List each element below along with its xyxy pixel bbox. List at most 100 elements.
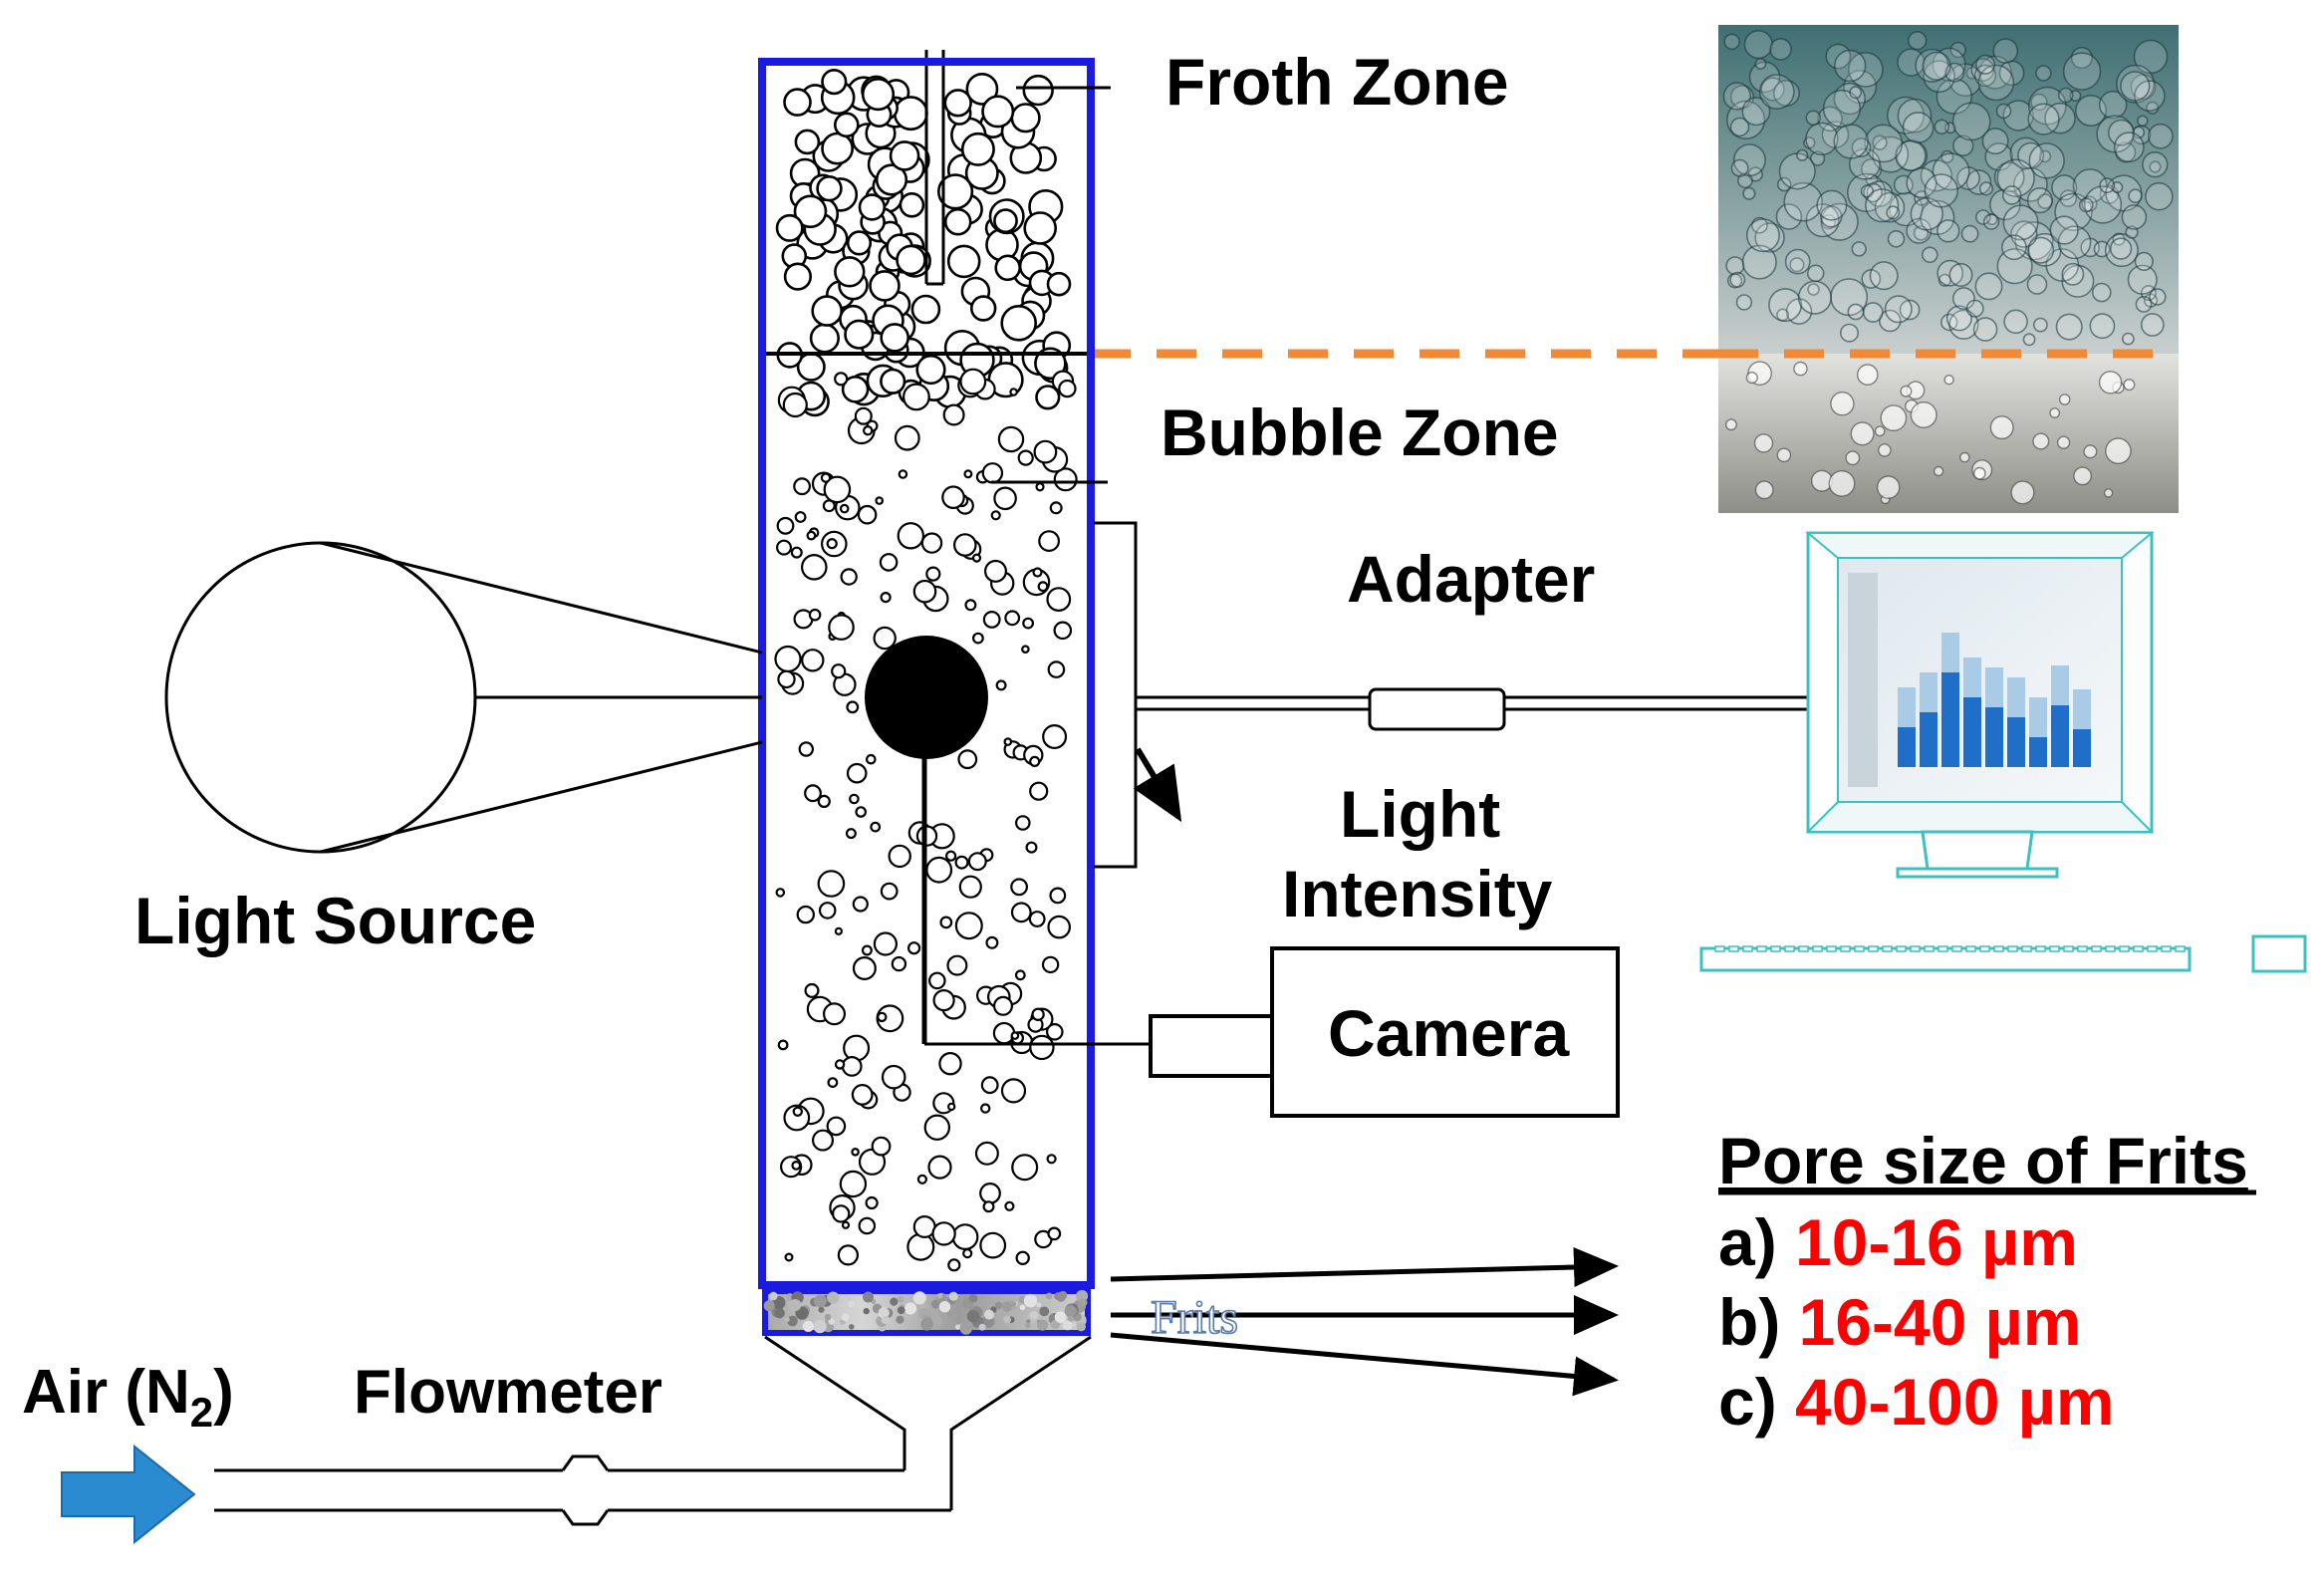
bubble: [897, 1306, 905, 1315]
bubble: [1981, 128, 2009, 155]
bubble: [904, 1302, 917, 1315]
bubble: [2075, 95, 2108, 128]
bubble: [1975, 209, 1991, 225]
bubble: [2009, 136, 2042, 170]
bubble: [1934, 119, 1949, 135]
bubble: [817, 870, 846, 898]
keyboard-key: [1951, 945, 1962, 952]
bubble: [1992, 38, 2019, 64]
bubble: [888, 844, 911, 869]
bubble: [925, 856, 953, 884]
bubble: [1982, 213, 2000, 230]
bubble: [834, 1059, 846, 1070]
bubble: [1046, 587, 1072, 612]
bubble: [2001, 185, 2022, 205]
light-intensity-arrow: [1133, 747, 1182, 823]
bubble: [979, 1182, 1001, 1204]
bubble: [1010, 1031, 1020, 1040]
bubble: [1017, 449, 1034, 466]
bubble: [875, 163, 908, 196]
bubble: [982, 1200, 995, 1213]
bubble: [896, 244, 926, 276]
bubble: [931, 1315, 942, 1327]
bubble: [802, 1320, 815, 1332]
bubble: [927, 1155, 952, 1180]
bubble: [915, 354, 946, 386]
bubble: [994, 254, 1022, 282]
bubble: [1023, 1293, 1038, 1308]
bubble: [1035, 385, 1061, 410]
bubble: [1797, 280, 1832, 315]
bubble: [870, 821, 882, 833]
bubble: [979, 1231, 1007, 1259]
bubble: [1028, 911, 1046, 927]
bubble: [844, 319, 875, 350]
bubble: [865, 753, 877, 765]
bubble: [841, 1055, 863, 1077]
bubble: [1041, 955, 1060, 974]
air-line: [214, 1468, 951, 1512]
bubble: [840, 568, 858, 586]
bubble: [947, 1258, 961, 1272]
column-border: [758, 58, 1095, 1289]
keyboard-key: [1993, 945, 2004, 952]
bubble: [841, 1313, 850, 1321]
bubble: [1849, 86, 1863, 100]
bubble: [1039, 1306, 1050, 1317]
keyboard-key: [1756, 945, 1767, 952]
bubble: [997, 425, 1025, 453]
bubble: [873, 931, 899, 956]
bubble: [865, 1195, 879, 1210]
bubble: [2010, 220, 2038, 248]
keyboard-key: [2119, 945, 2130, 952]
keyboard-key: [2035, 945, 2046, 952]
bubble: [2123, 379, 2136, 392]
bubble: [1933, 465, 1944, 477]
bubble: [896, 1315, 904, 1324]
bubble: [2098, 371, 2123, 395]
bubble: [852, 896, 869, 913]
bubble: [863, 425, 874, 436]
bubble: [2078, 197, 2094, 213]
bubble: [811, 295, 844, 327]
light-source-label: Light Source: [134, 884, 536, 957]
keyboard-key: [1784, 945, 1795, 952]
bubble: [2058, 394, 2071, 405]
bubble: [784, 1252, 794, 1262]
bubble: [941, 485, 965, 509]
bubble: [1789, 257, 1805, 273]
light-intensity-label-line1: Light: [1340, 777, 1500, 851]
bubble: [1724, 418, 1737, 431]
bubble: [1015, 1250, 1030, 1266]
bubble: [2113, 132, 2145, 163]
bubble: [1993, 161, 2025, 193]
bubble: [1004, 1200, 1015, 1211]
bubble: [1047, 660, 1066, 678]
bubble: [1943, 375, 1954, 386]
bubble: [1049, 501, 1063, 515]
bubble: [974, 1141, 999, 1166]
bubble: [1952, 134, 1974, 157]
bubble: [804, 784, 822, 803]
bubble: [972, 632, 984, 645]
bubble: [1754, 57, 1767, 70]
bubble: [2026, 274, 2048, 295]
bubble: [1053, 467, 1078, 492]
bubble: [1974, 272, 2003, 301]
bubble: [833, 112, 860, 138]
bubble: [946, 954, 968, 976]
keyboard-key: [2049, 945, 2060, 952]
bubble: [814, 1294, 827, 1308]
keyboard-key: [1812, 945, 1823, 952]
bubble: [1906, 217, 1933, 244]
bubble: [849, 1324, 855, 1330]
bubble: [1897, 98, 1933, 133]
bubble: [967, 852, 987, 872]
bubble: [954, 912, 983, 940]
bubble: [1743, 29, 1773, 60]
bubble: [2120, 71, 2151, 102]
bubble: [774, 645, 802, 673]
bubble: [793, 194, 828, 229]
bubble: [792, 1106, 804, 1118]
froth-zone-label: Froth Zone: [1165, 45, 1509, 119]
